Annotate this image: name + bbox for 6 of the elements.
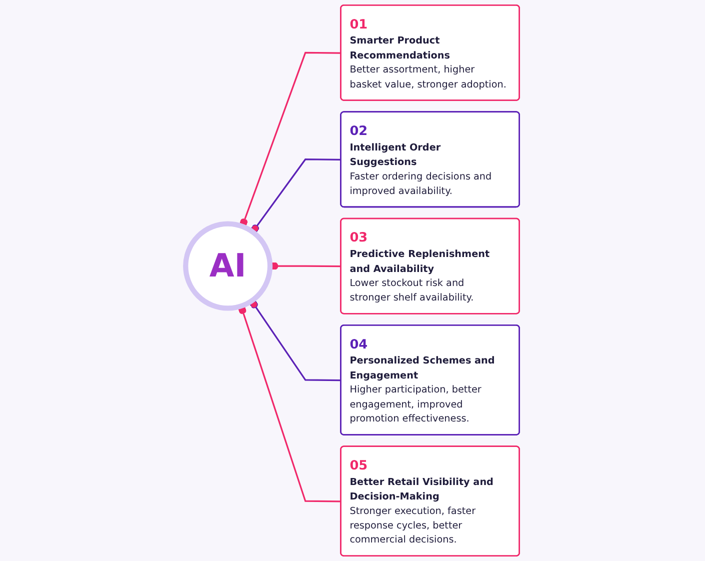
connector <box>240 52 342 227</box>
connector <box>251 158 342 232</box>
node-circle: AI <box>183 221 273 311</box>
connector <box>238 306 342 502</box>
connector <box>250 300 342 382</box>
connector <box>270 262 342 270</box>
